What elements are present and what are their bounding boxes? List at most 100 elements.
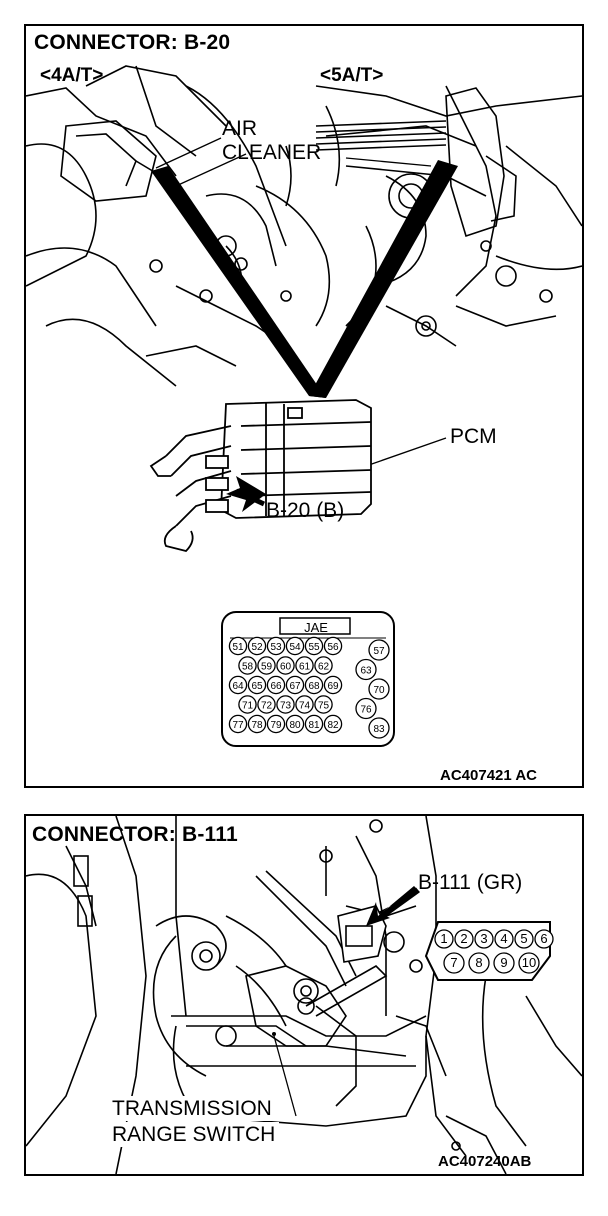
pin-80: 80 [285, 714, 305, 734]
pin-3: 3 [474, 929, 494, 949]
pin-8: 8 [468, 952, 490, 974]
pin-number: 75 [318, 701, 330, 712]
panel-title: CONNECTOR: B-111 [32, 823, 238, 846]
pin-6: 6 [534, 929, 554, 949]
pin-number: 74 [299, 701, 311, 712]
pin-53: 53 [266, 636, 286, 656]
component-label-line2: RANGE SWITCH [108, 1122, 280, 1147]
pin-number: 51 [232, 642, 244, 653]
pin-number: 65 [251, 681, 263, 692]
pin-73: 73 [276, 695, 295, 714]
pin-78: 78 [247, 714, 267, 734]
pin-number: 55 [308, 642, 320, 653]
pin-1: 1 [434, 929, 454, 949]
pin-number: 64 [232, 681, 244, 692]
pin-52: 52 [247, 636, 267, 656]
pin-83: 83 [368, 717, 390, 739]
pin-number: 69 [327, 681, 339, 692]
pin-57: 57 [368, 639, 390, 661]
pin-number: 3 [480, 931, 487, 946]
pin-4: 4 [494, 929, 514, 949]
connector-label-b111: B-111 (GR) [418, 871, 523, 894]
pin-number: 83 [373, 724, 385, 735]
pin-number: 54 [289, 642, 301, 653]
pin-number: 77 [232, 720, 244, 731]
pin-number: 5 [520, 931, 527, 946]
pin-number: 10 [522, 955, 536, 970]
pin-58: 58 [238, 656, 257, 675]
pin-number: 68 [308, 681, 320, 692]
pin-60: 60 [276, 656, 295, 675]
pin-number: 76 [360, 705, 372, 716]
pin-number: 61 [299, 662, 311, 673]
pin-75: 75 [314, 695, 333, 714]
pin-67: 67 [285, 675, 305, 695]
pin-61: 61 [295, 656, 314, 675]
pin-number: 2 [460, 931, 467, 946]
pin-69: 69 [323, 675, 343, 695]
pin-number: 58 [242, 662, 254, 673]
pin-number: 9 [500, 955, 507, 970]
pin-number: 56 [327, 642, 339, 653]
pin-number: 79 [270, 720, 282, 731]
pin-number: 66 [270, 681, 282, 692]
pin-81: 81 [304, 714, 324, 734]
pcm-unit [149, 399, 372, 552]
pin-2: 2 [454, 929, 474, 949]
pin-number: 80 [289, 720, 301, 731]
pin-number: 70 [373, 685, 385, 696]
pin-number: 57 [373, 646, 385, 657]
pin-51: 51 [228, 636, 248, 656]
pin-number: 82 [327, 720, 339, 731]
pin-number: 72 [261, 701, 273, 712]
pin-68: 68 [304, 675, 324, 695]
pin-77: 77 [228, 714, 248, 734]
pointer-wedge-4at [151, 166, 326, 398]
pin-number: 52 [251, 642, 263, 653]
pin-number: 1 [440, 931, 447, 946]
air-cleaner-label-line1: AIR [222, 117, 258, 140]
pin-9: 9 [493, 952, 515, 974]
pin-number: 63 [360, 666, 372, 677]
pin-number: 4 [500, 931, 507, 946]
pin-5: 5 [514, 929, 534, 949]
variant-label-4at: <4A/T> [40, 65, 104, 86]
pin-number: 71 [242, 701, 254, 712]
pin-59: 59 [257, 656, 276, 675]
connector-label-b20: B-20 (B) [266, 499, 345, 522]
pin-number: 73 [280, 701, 292, 712]
pin-62: 62 [314, 656, 333, 675]
pin-79: 79 [266, 714, 286, 734]
pin-56: 56 [323, 636, 343, 656]
pin-number: 81 [308, 720, 320, 731]
connector-face-header: JAE [304, 620, 328, 635]
figure-code: AC407240AB [438, 1153, 532, 1170]
pin-number: 60 [280, 662, 292, 673]
pin-number: 8 [475, 955, 482, 970]
pin-66: 66 [266, 675, 286, 695]
pin-7: 7 [443, 952, 465, 974]
pin-76: 76 [355, 697, 377, 720]
pin-64: 64 [228, 675, 248, 695]
pin-number: 67 [289, 681, 301, 692]
pin-number: 62 [318, 662, 330, 673]
pin-55: 55 [304, 636, 324, 656]
pin-65: 65 [247, 675, 267, 695]
pin-72: 72 [257, 695, 276, 714]
component-label-line1: TRANSMISSION [108, 1096, 276, 1121]
pin-number: 78 [251, 720, 263, 731]
pin-82: 82 [323, 714, 343, 734]
pin-54: 54 [285, 636, 305, 656]
pin-74: 74 [295, 695, 314, 714]
pin-10: 10 [518, 952, 540, 974]
pin-70: 70 [368, 678, 390, 700]
pcm-label: PCM [450, 425, 497, 448]
panel-title: CONNECTOR: B-20 [34, 31, 231, 54]
variant-label-5at: <5A/T> [320, 65, 384, 86]
